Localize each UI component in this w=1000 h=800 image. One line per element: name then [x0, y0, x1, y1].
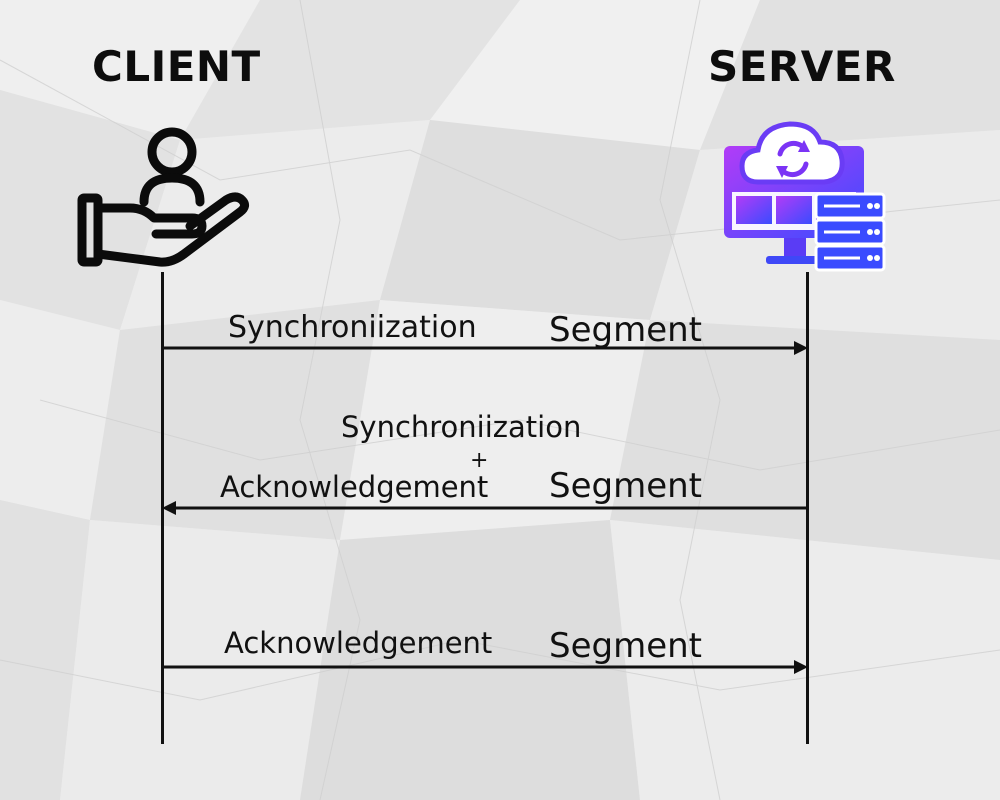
syn-ack-plus: + — [470, 448, 489, 473]
server-title: SERVER — [708, 42, 896, 91]
ack-label: Acknowledgement — [224, 626, 493, 660]
arrow-ack — [163, 660, 808, 674]
arrow-syn — [163, 341, 808, 355]
client-title: CLIENT — [92, 42, 261, 91]
server-lifeline — [806, 272, 809, 744]
hand-holding-person-icon — [77, 127, 250, 267]
syn-label: Synchroniization — [228, 310, 477, 345]
cloud-sync-server-icon — [724, 121, 886, 272]
syn-ack-label-line1: Synchroniization — [341, 410, 582, 444]
ack-segment-label: Segment — [549, 626, 702, 666]
arrow-syn-ack — [162, 501, 806, 515]
syn-ack-segment-label: Segment — [549, 466, 702, 506]
syn-segment-label: Segment — [549, 310, 702, 350]
syn-ack-label-line2: Acknowledgement — [220, 470, 489, 504]
